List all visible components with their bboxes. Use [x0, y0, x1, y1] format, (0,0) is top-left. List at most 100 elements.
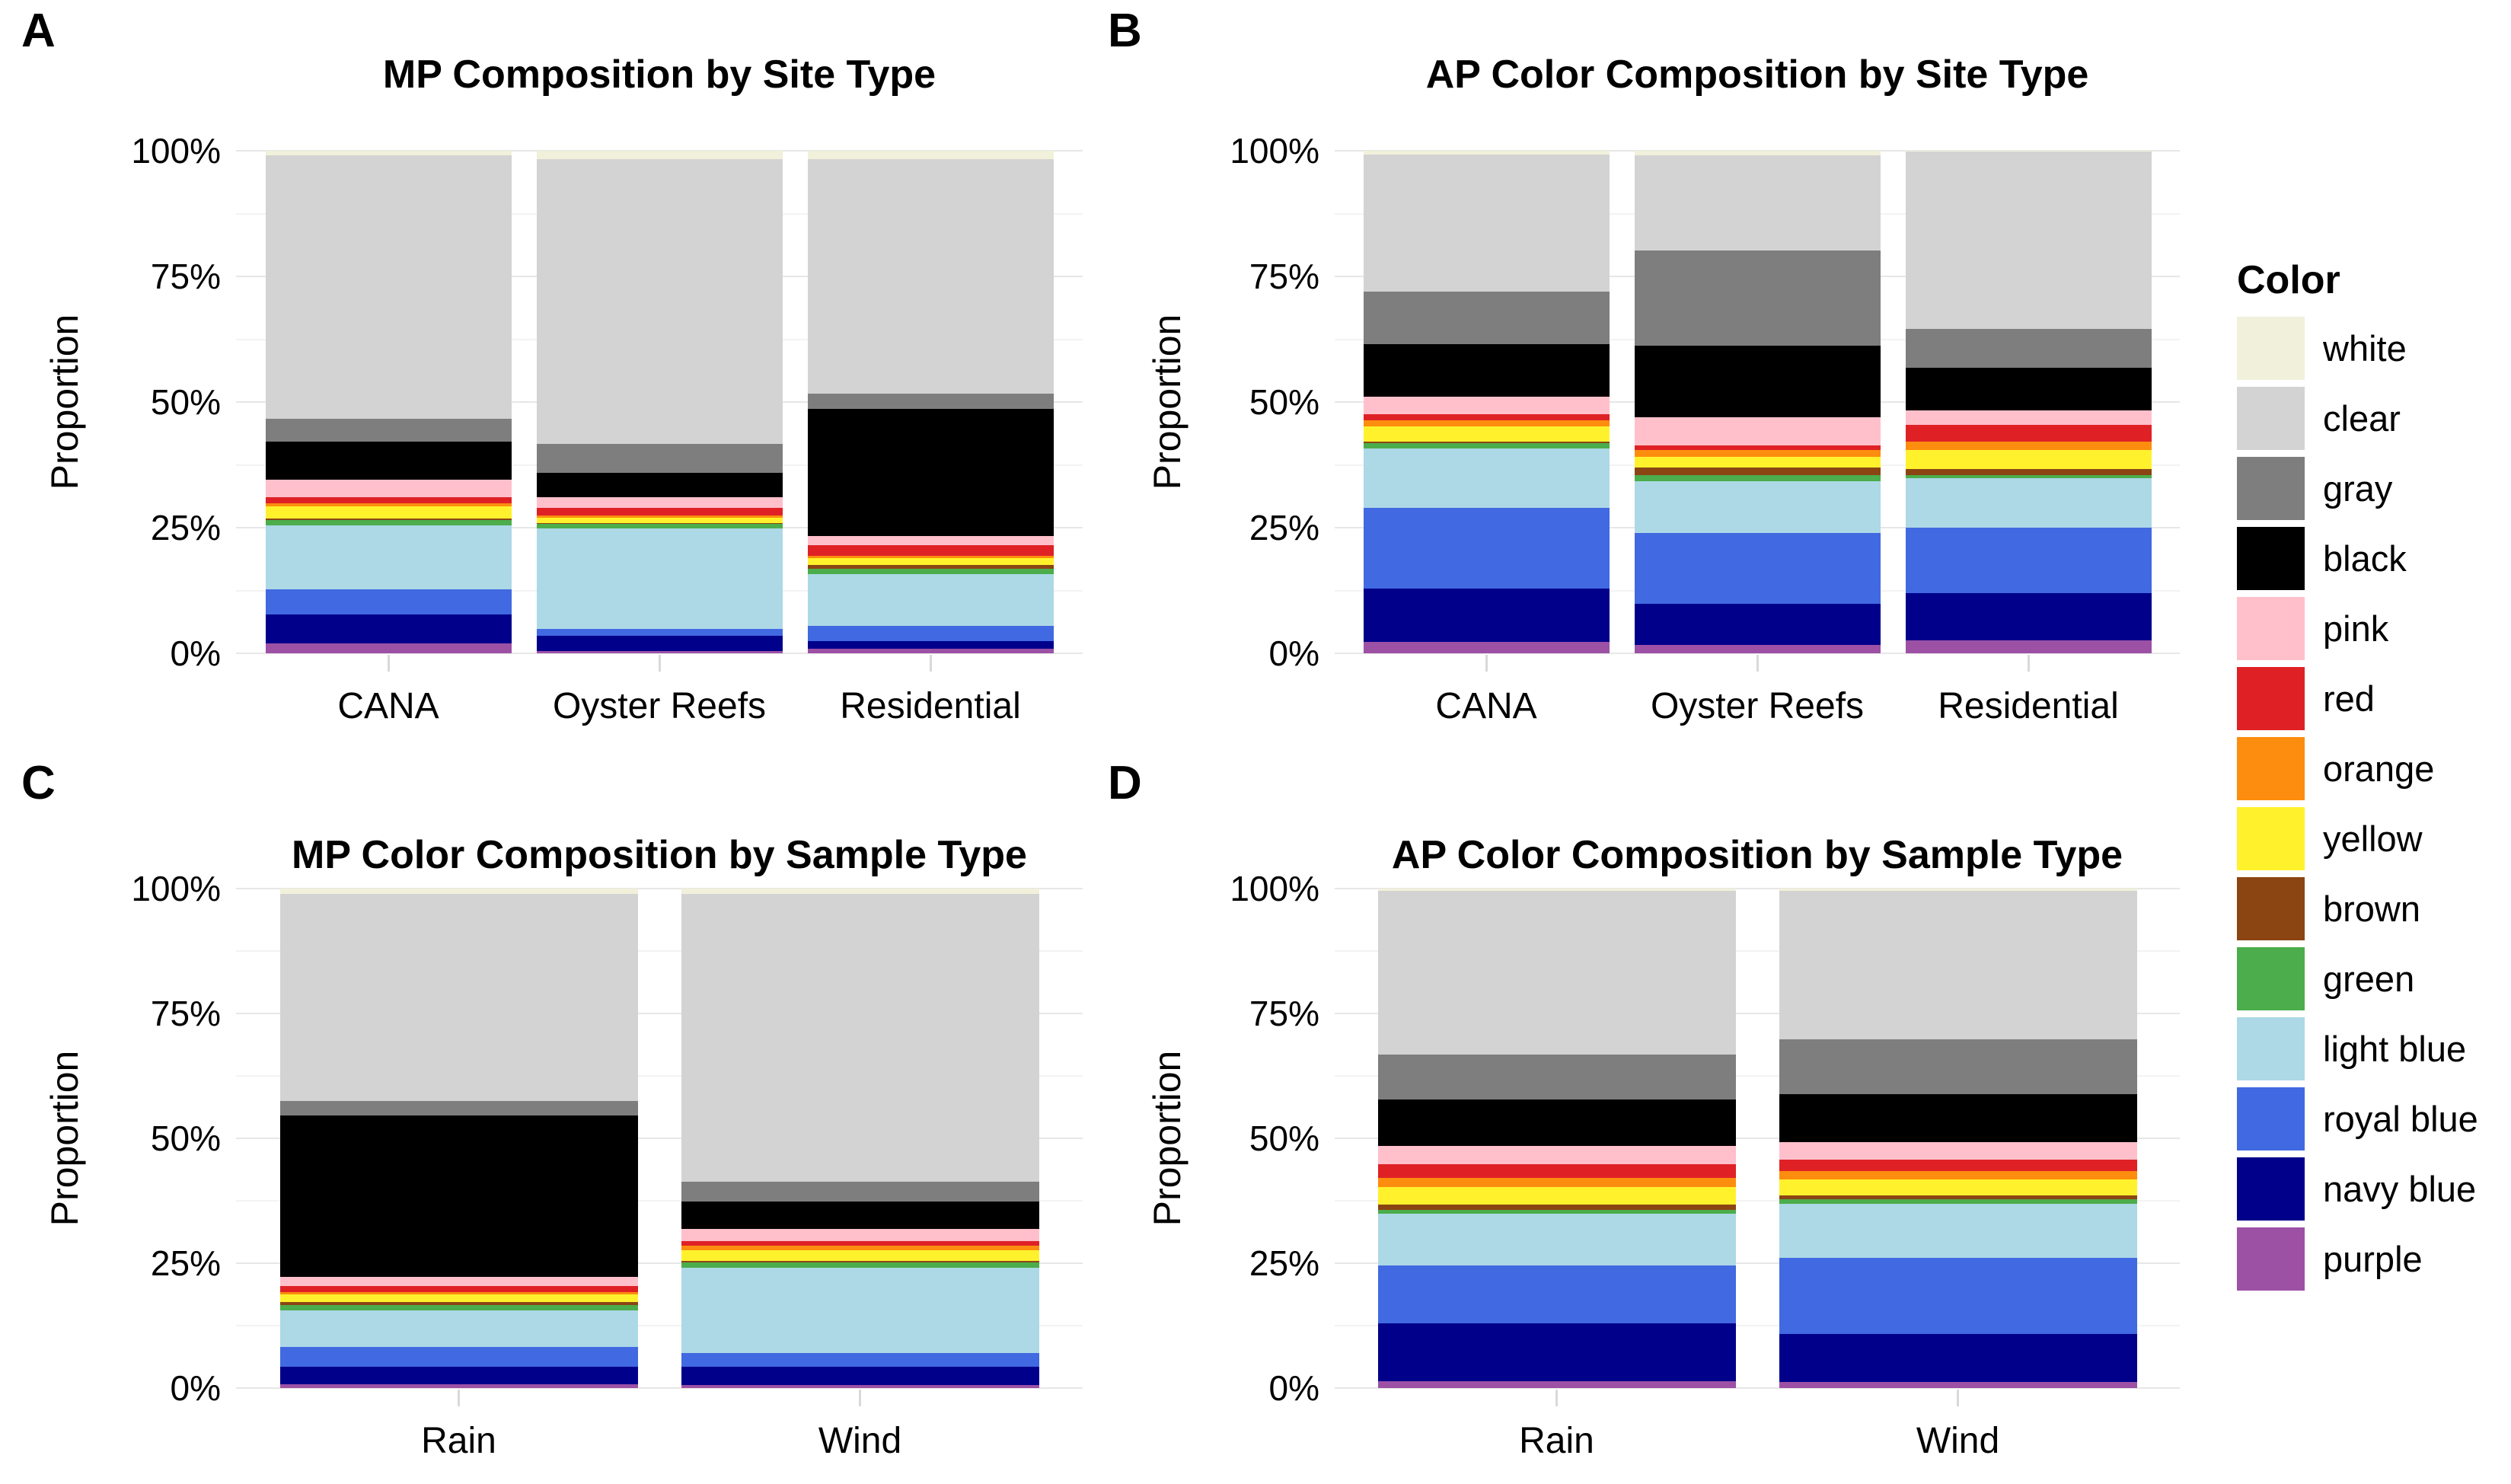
- legend-label: royal blue: [2323, 1099, 2478, 1139]
- bar-segment-brown: [1363, 442, 1610, 444]
- bar-segment-green: [681, 1262, 1039, 1269]
- bar-segment-purple: [536, 650, 783, 653]
- x-axis-label-rain: Rain: [1519, 1421, 1594, 1461]
- bar-segment-black: [536, 473, 783, 497]
- y-tick-label: 25%: [1249, 508, 1319, 547]
- plot-area-d: [1335, 888, 2180, 1389]
- bar-segment-pink: [807, 535, 1054, 546]
- bar-segment-royal-blue: [1377, 1265, 1736, 1324]
- legend-label: red: [2323, 678, 2375, 719]
- bar-segment-green: [1634, 475, 1881, 482]
- bar-segment-purple: [279, 1384, 638, 1388]
- y-tick-label: 100%: [131, 869, 221, 908]
- y-tick-label: 100%: [1230, 131, 1319, 171]
- bar-segment-white: [1377, 889, 1736, 891]
- bar-segment-brown: [1634, 467, 1881, 476]
- stacked-bar-oyster-reefs: [536, 151, 783, 653]
- legend-label: gray: [2323, 468, 2393, 509]
- bar-segment-black: [1905, 368, 2152, 410]
- legend-item-royal-blue: royal blue: [2237, 1087, 2478, 1150]
- legend-swatch-pink-icon: [2237, 597, 2305, 660]
- legend-swatch-black-icon: [2237, 527, 2305, 590]
- bar-segment-purple: [1363, 642, 1610, 653]
- bar-segment-royal-blue: [807, 625, 1054, 642]
- gridline: [1335, 888, 2180, 889]
- legend-item-pink: pink: [2237, 597, 2478, 660]
- gridline: [1335, 1325, 2180, 1326]
- legend-item-red: red: [2237, 667, 2478, 730]
- y-tick-label: 50%: [150, 1119, 221, 1158]
- bar-segment-orange: [681, 1245, 1039, 1250]
- x-tick-mark: [387, 655, 390, 672]
- bar-segment-gray: [279, 1100, 638, 1116]
- bar-segment-red: [265, 497, 512, 504]
- stacked-bar-oyster-reefs: [1634, 151, 1881, 653]
- gridline: [236, 1138, 1083, 1139]
- legend-title: Color: [2237, 258, 2340, 302]
- bar-segment-clear: [536, 158, 783, 445]
- bar-segment-white: [1905, 151, 2152, 152]
- bar-segment-white: [807, 151, 1054, 159]
- bar-segment-gray: [1363, 292, 1610, 345]
- bar-segment-orange: [536, 515, 783, 519]
- bar-segment-brown: [1779, 1195, 2137, 1199]
- bar-segment-clear: [807, 158, 1054, 394]
- legend-label: pink: [2323, 608, 2389, 649]
- bar-segment-black: [1779, 1093, 2137, 1143]
- x-tick-mark: [1485, 655, 1488, 672]
- legend-label: green: [2323, 959, 2415, 999]
- bar-segment-pink: [1779, 1142, 2137, 1160]
- bar-segment-light-blue: [279, 1310, 638, 1348]
- bar-segment-red: [279, 1286, 638, 1292]
- bar-segment-royal-blue: [265, 589, 512, 615]
- bar-segment-clear: [1363, 154, 1610, 292]
- legend-swatch-purple-icon: [2237, 1227, 2305, 1291]
- legend-swatch-red-icon: [2237, 667, 2305, 730]
- stacked-bar-cana: [265, 151, 512, 653]
- bar-segment-royal-blue: [536, 628, 783, 637]
- y-tick-label: 25%: [150, 1243, 221, 1283]
- bar-segment-light-blue: [1905, 477, 2152, 528]
- bar-segment-green: [1363, 443, 1610, 448]
- legend-swatch-navy-blue-icon: [2237, 1157, 2305, 1221]
- gridline: [1335, 950, 2180, 952]
- bar-segment-red: [536, 508, 783, 516]
- gridline: [236, 1387, 1083, 1389]
- bar-segment-clear: [279, 893, 638, 1101]
- bar-segment-clear: [265, 155, 512, 420]
- bar-segment-white: [1779, 889, 2137, 891]
- bar-segment-clear: [1634, 155, 1881, 251]
- legend-label: clear: [2323, 398, 2401, 439]
- panel-title-d: AP Color Composition by Sample Type: [1391, 833, 2123, 878]
- gridline: [1335, 653, 2180, 654]
- bar-segment-clear: [1905, 152, 2152, 330]
- bar-segment-yellow: [1363, 426, 1610, 442]
- bar-segment-yellow: [536, 518, 783, 523]
- bar-segment-white: [279, 889, 638, 894]
- bar-segment-gray: [1905, 329, 2152, 369]
- bar-segment-royal-blue: [279, 1347, 638, 1368]
- x-axis-label-cana: CANA: [337, 686, 439, 726]
- x-tick-mark: [1957, 1390, 1959, 1406]
- y-tick-label: 25%: [1249, 1243, 1319, 1283]
- bar-segment-purple: [807, 648, 1054, 653]
- y-tick-label: 0%: [170, 633, 221, 673]
- x-axis-label-residential: Residential: [840, 686, 1021, 726]
- gridline: [236, 1262, 1083, 1264]
- stacked-bar-rain: [1377, 889, 1736, 1388]
- bar-segment-pink: [536, 496, 783, 509]
- bar-segment-black: [279, 1115, 638, 1277]
- bar-segment-clear: [681, 893, 1039, 1182]
- legend-item-purple: purple: [2237, 1227, 2478, 1291]
- panel-letter-a: A: [21, 5, 56, 57]
- y-tick-label: 25%: [150, 508, 221, 547]
- x-axis-label-wind: Wind: [818, 1421, 902, 1461]
- bar-segment-green: [279, 1305, 638, 1310]
- bar-segment-green: [1779, 1198, 2137, 1204]
- y-tick-label: 0%: [170, 1368, 221, 1408]
